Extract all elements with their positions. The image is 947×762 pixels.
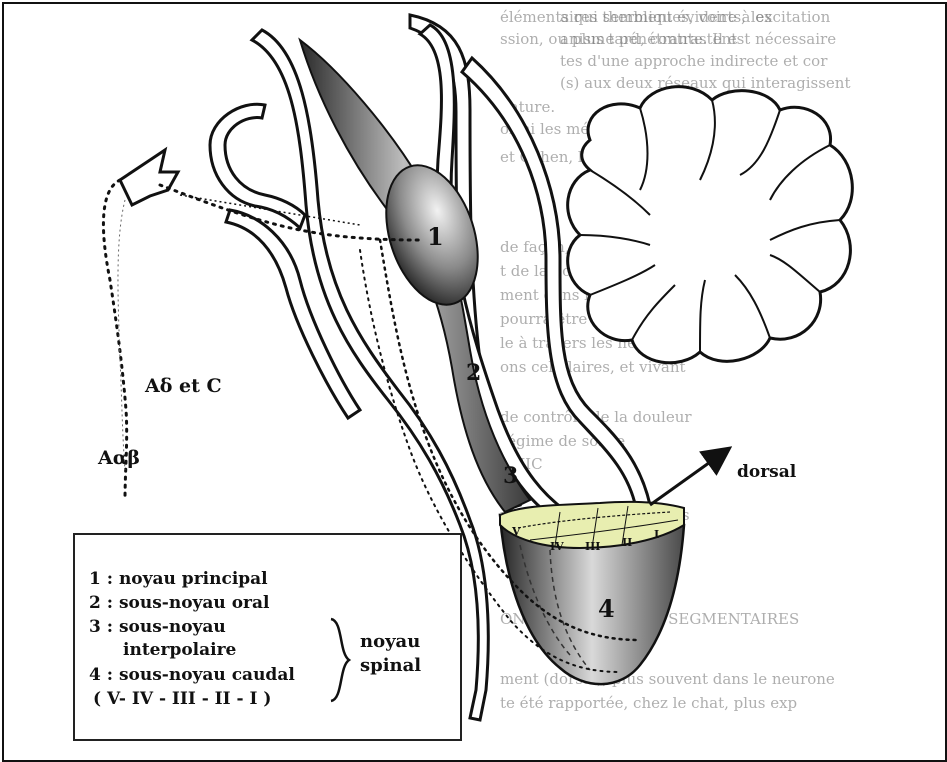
legend-brace — [325, 617, 355, 703]
trigeminal-ganglion — [210, 104, 305, 228]
legend-box: 1 : noyau principal 2 : sous-noyau oral … — [73, 533, 462, 741]
label-lamina-iv: IV — [550, 540, 564, 553]
label-lamina-ii: II — [622, 536, 632, 549]
legend-group-line-a: noyau — [360, 631, 420, 652]
dorsal-arrow — [650, 455, 720, 505]
receptor-ending-icon — [120, 150, 178, 205]
label-dorsal: dorsal — [737, 462, 796, 482]
legend-group-line-b: spinal — [360, 655, 421, 676]
legend-item-3a: 3 : sous-noyau — [89, 617, 226, 637]
label-nucleus-1: 1 — [427, 222, 444, 251]
label-fibers-adelta-c: Aδ et C — [145, 375, 222, 397]
label-nucleus-4: 4 — [598, 594, 615, 623]
label-fibers-aab: Aαβ — [98, 447, 140, 469]
legend-item-4b: ( V- IV - III - II - I ) — [93, 689, 271, 709]
legend-item-2: 2 : sous-noyau oral — [89, 593, 269, 613]
legend-item-4a: 4 : sous-noyau caudal — [89, 665, 295, 685]
label-nucleus-2: 2 — [466, 360, 481, 386]
label-nucleus-3: 3 — [503, 463, 518, 489]
legend-item-3b: interpolaire — [123, 640, 236, 660]
label-lamina-v: V — [512, 525, 521, 538]
label-lamina-i: I — [654, 528, 659, 541]
legend-item-1: 1 : noyau principal — [89, 569, 268, 589]
label-lamina-iii: III — [585, 540, 600, 553]
